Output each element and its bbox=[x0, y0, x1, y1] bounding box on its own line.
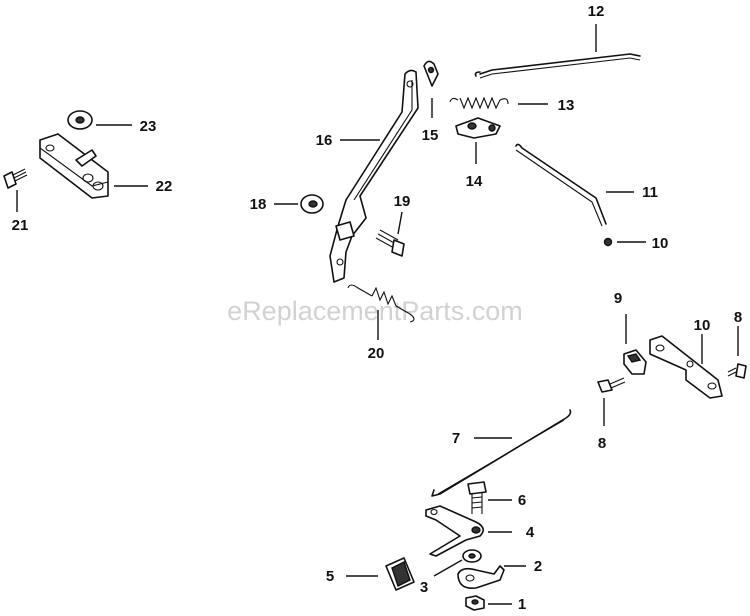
part-8-screw-right[interactable] bbox=[727, 363, 747, 379]
part-2-link-plate[interactable] bbox=[457, 565, 505, 590]
callout-15: 14 bbox=[466, 173, 483, 190]
callout-2: 2 bbox=[534, 558, 542, 575]
callout-22: 22 bbox=[156, 178, 173, 195]
callout-8-right: 8 bbox=[734, 309, 742, 326]
callout-13: 12 bbox=[588, 3, 605, 20]
part-10-bracket[interactable] bbox=[649, 335, 723, 399]
part-15-swivel[interactable] bbox=[455, 117, 501, 139]
part-23-washer[interactable] bbox=[67, 110, 93, 130]
part-19-screw[interactable] bbox=[375, 229, 405, 257]
part-1-nut[interactable] bbox=[465, 595, 485, 611]
callout-16: 15 bbox=[422, 127, 439, 144]
part-20-spring[interactable] bbox=[347, 284, 415, 323]
part-11-nut[interactable] bbox=[603, 237, 613, 247]
callout-1: 1 bbox=[518, 596, 526, 613]
part-9-block[interactable] bbox=[623, 349, 647, 375]
watermark: eReplacementParts.com bbox=[227, 296, 523, 326]
callout-17: 16 bbox=[316, 132, 333, 149]
part-3-washer[interactable] bbox=[462, 549, 482, 563]
part-5-block[interactable] bbox=[385, 557, 415, 591]
callout-11: 10 bbox=[652, 235, 669, 252]
part-7-rod[interactable] bbox=[431, 409, 572, 497]
callout-10: 10 bbox=[694, 317, 711, 334]
part-21-screw[interactable] bbox=[3, 168, 28, 189]
part-13-rod[interactable] bbox=[474, 53, 641, 79]
callout-6: 6 bbox=[518, 492, 526, 509]
callout-14: 13 bbox=[558, 97, 575, 114]
callout-21: 21 bbox=[12, 217, 29, 234]
part-17-governor-lever[interactable] bbox=[329, 69, 419, 283]
callout-5: 5 bbox=[326, 568, 334, 585]
callout-4: 4 bbox=[526, 524, 535, 541]
callout-3: 3 bbox=[420, 579, 428, 596]
part-12-link-rod[interactable] bbox=[515, 143, 607, 227]
part-22-bracket[interactable] bbox=[39, 133, 109, 199]
callout-8-lower: 8 bbox=[598, 435, 606, 452]
callout-12: 11 bbox=[642, 184, 658, 201]
leader-19 bbox=[397, 211, 403, 235]
part-16-clip[interactable] bbox=[423, 60, 439, 87]
part-6-bolt[interactable] bbox=[467, 481, 487, 514]
callout-9: 9 bbox=[614, 290, 622, 307]
part-18-washer[interactable] bbox=[300, 194, 324, 214]
part-14-spring[interactable] bbox=[449, 96, 509, 110]
part-4-lever[interactable] bbox=[425, 505, 484, 557]
callout-20: 20 bbox=[368, 345, 385, 362]
callout-18: 18 bbox=[250, 196, 267, 213]
callout-23: 23 bbox=[140, 118, 157, 135]
callout-19: 19 bbox=[394, 193, 411, 210]
callout-7: 7 bbox=[452, 430, 460, 447]
part-8-screw-lower[interactable] bbox=[597, 377, 626, 393]
leader-3 bbox=[433, 559, 463, 577]
